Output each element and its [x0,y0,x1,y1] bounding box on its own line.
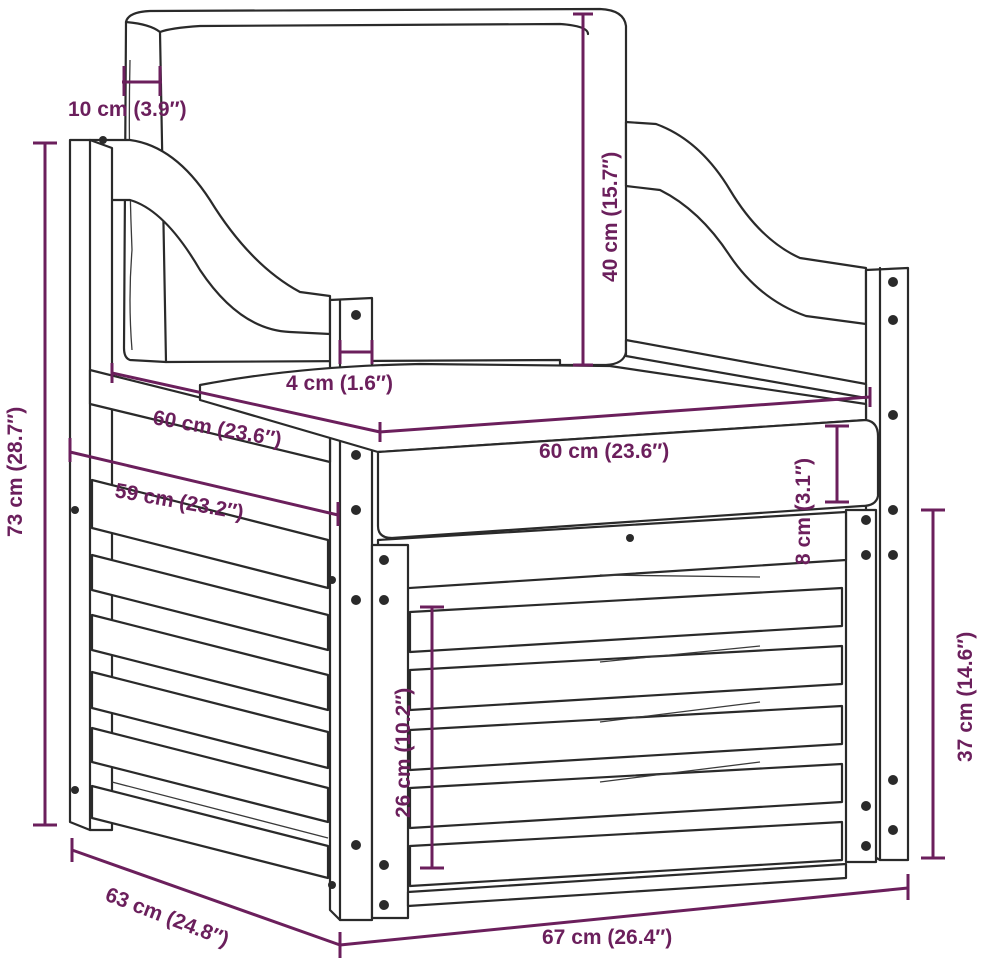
label-back-cushion-height: 40 cm (15.7″) [599,152,622,282]
label-seat-depth: 60 cm (23.6″) [539,440,669,463]
bolts [71,136,898,910]
label-armrest-width: 4 cm (1.6″) [286,372,393,395]
label-seat-height: 37 cm (14.6″) [954,632,977,762]
label-total-depth: 63 cm (24.8″) [102,883,232,951]
label-total-height: 73 cm (28.7″) [4,407,27,537]
label-seat-cushion-thickness: 8 cm (3.1″) [792,458,815,565]
label-storage-height: 26 cm (10.2″) [392,688,415,818]
label-total-width: 67 cm (26.4″) [542,926,672,949]
seat-cushion [198,362,880,540]
storage-box [370,510,848,920]
label-back-cushion-thickness: 10 cm (3.9″) [68,98,187,121]
left-armrest [68,138,374,922]
right-armrest [624,120,910,864]
dimension-lines [33,12,945,958]
